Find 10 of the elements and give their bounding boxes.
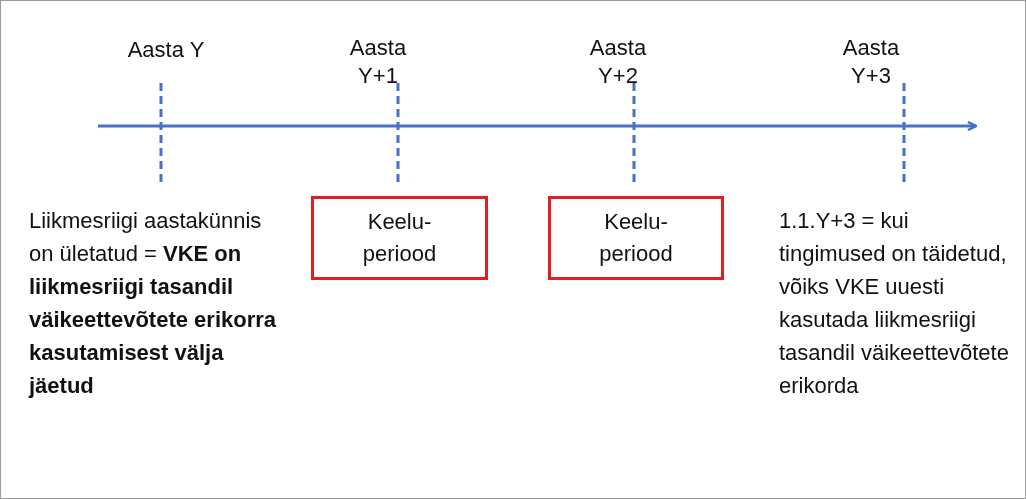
year-label: Aasta Y+2 [588, 34, 648, 90]
period-label: Keelu- periood [598, 208, 674, 268]
description-text: Liikmesriigi aastakünnis on ületatud = VKE on liikmesriigi tasandil väikeettevõtete erikorra kasutamisest välja jäetud [29, 207, 278, 400]
year-label: Aasta Y [126, 36, 206, 64]
description-text: 1.1.Y+3 = kui tingimused on täidetud, võiks VKE uuesti kasutada liikmesriigi tasandil väikeettevõtete erikorda [779, 207, 1010, 400]
period-box [311, 196, 488, 280]
year-label: Aasta Y+3 [841, 34, 901, 90]
period-box [548, 196, 724, 280]
year-label: Aasta Y+1 [348, 34, 408, 90]
period-label: Keelu- periood [361, 208, 438, 268]
